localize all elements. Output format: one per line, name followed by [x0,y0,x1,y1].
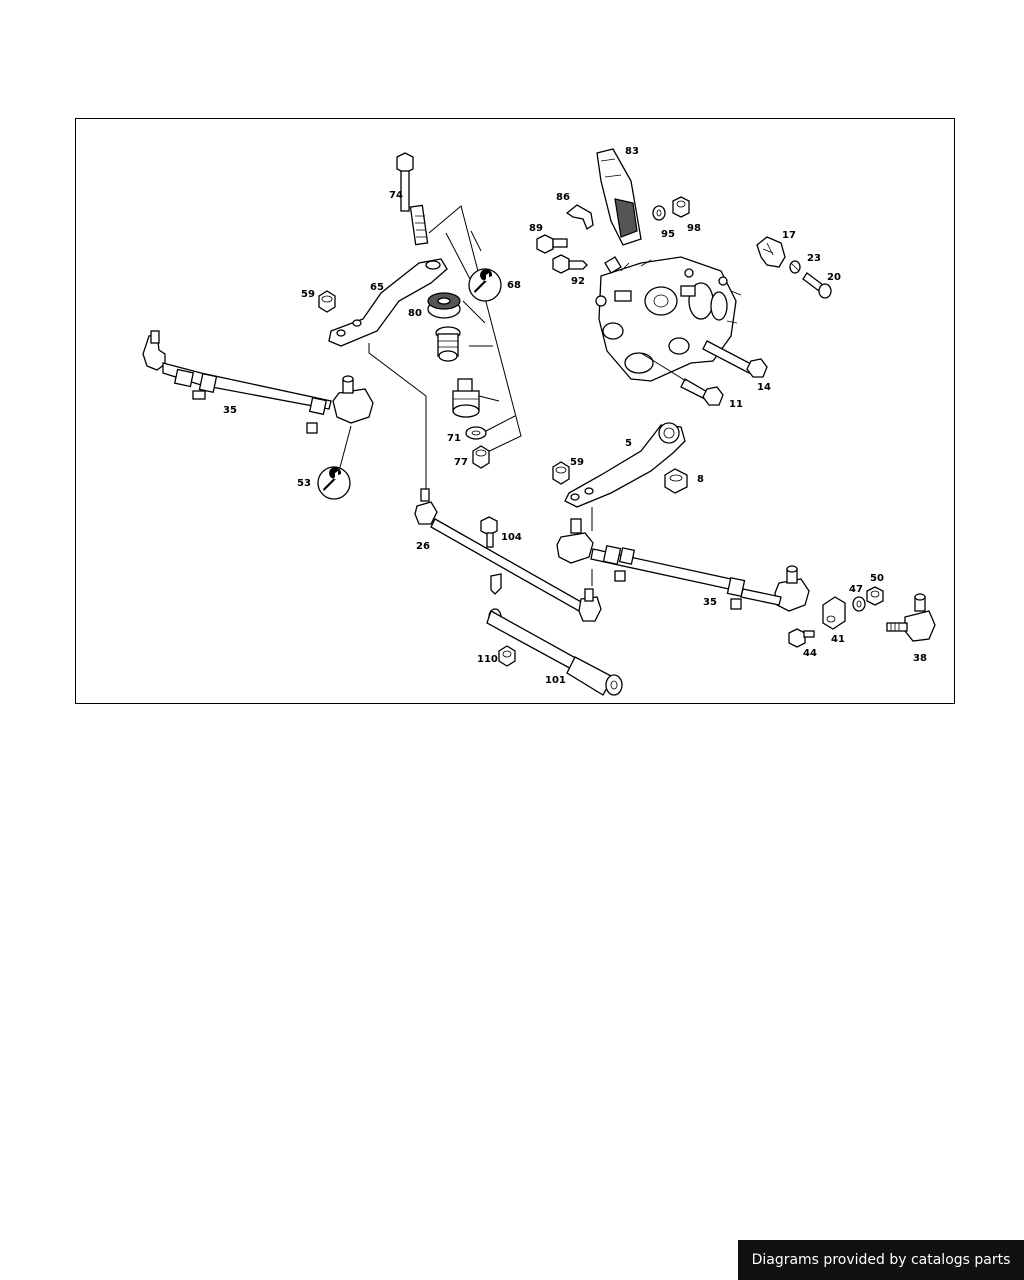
nut-8 [664,468,688,494]
label-80: 80 [408,308,422,319]
drag-link-26 [414,488,602,622]
steering-linkage-diagram: 83 86 74 89 95 98 17 23 20 92 65 68 59 8… [142,146,936,696]
label-89: 89 [529,223,543,234]
bolt-11 [640,352,724,406]
label-5: 5 [625,438,632,449]
label-101: 101 [545,675,566,686]
label-92: 92 [571,276,585,287]
spring-23 [789,260,801,274]
bolt-74 [396,152,429,246]
cover-plate-83 [596,148,642,246]
bolt-44 [788,628,815,648]
part-labels: 83 86 74 89 95 98 17 23 20 92 65 68 59 8… [223,146,927,686]
label-59-right: 59 [570,457,584,468]
clamp-41 [822,596,846,630]
ball-joint-38 [886,593,936,642]
nut-77 [472,445,490,469]
nut-110 [498,645,516,667]
nut-50 [866,586,884,606]
label-8: 8 [697,474,704,485]
label-53: 53 [297,478,311,489]
bushing-upper [435,326,461,362]
bolt-14 [702,340,768,378]
pitman-arm-5 [564,422,686,508]
clip-86 [565,204,594,230]
nut-59-right [552,461,570,485]
nut-59-left [318,290,336,313]
label-41: 41 [831,634,845,645]
steering-damper-101 [486,608,623,696]
label-98: 98 [687,223,701,234]
washer-95 [652,205,666,221]
label-74: 74 [389,190,403,201]
label-38: 38 [913,653,927,664]
label-14: 14 [757,382,771,393]
label-23: 23 [807,253,821,264]
screw-92 [552,254,588,274]
nut-98 [672,196,690,218]
bushing-80 [427,292,461,319]
label-44: 44 [803,648,817,659]
washer-71 [465,426,487,440]
label-35-left: 35 [223,405,237,416]
washer-47 [852,596,866,612]
label-50: 50 [870,573,884,584]
leader-lines [338,205,593,586]
wrench-symbol-53 [317,466,351,500]
tie-rod-35-right [556,518,810,612]
label-95: 95 [661,229,675,240]
label-110: 110 [477,654,498,665]
wrench-symbol-68 [468,268,502,302]
label-71: 71 [447,433,461,444]
bolt-104 [480,516,498,548]
bushing-lower [452,378,480,418]
clamp-17 [756,236,786,268]
tie-rod-35-left [142,330,374,434]
steering-gearbox [595,256,742,382]
bolt-20 [802,272,832,299]
label-20: 20 [827,272,841,283]
label-65: 65 [370,282,384,293]
idler-arm-65 [328,258,448,347]
bolt-89 [536,234,568,254]
label-59-left: 59 [301,289,315,300]
label-77: 77 [454,457,468,468]
label-35-right: 35 [703,597,717,608]
diagram-frame: 83 86 74 89 95 98 17 23 20 92 65 68 59 8… [75,118,955,704]
label-68: 68 [507,280,521,291]
label-83: 83 [625,146,639,157]
label-86: 86 [556,192,570,203]
label-11: 11 [729,399,743,410]
label-17: 17 [782,230,796,241]
label-26: 26 [416,541,430,552]
footer-credit-banner: Diagrams provided by catalogs parts [738,1240,1024,1280]
label-47: 47 [849,584,863,595]
label-104: 104 [501,532,522,543]
